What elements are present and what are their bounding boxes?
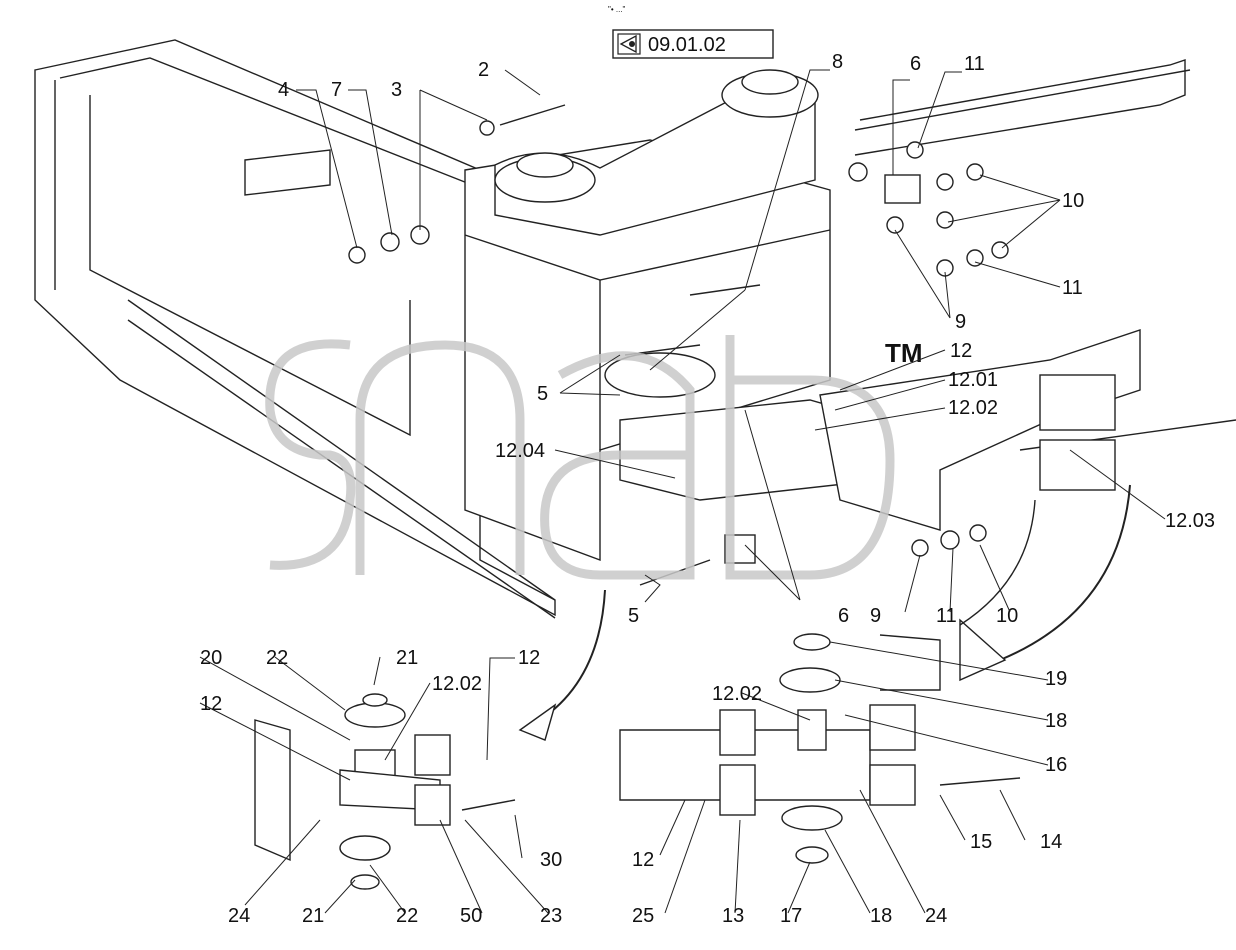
label-12-left-top: 12 bbox=[518, 647, 540, 669]
eye-view-icon bbox=[619, 34, 637, 54]
label-12-right: 12 bbox=[632, 849, 654, 871]
label-12-02-left: 12.02 bbox=[432, 673, 482, 695]
label-4: 4 bbox=[278, 79, 289, 101]
label-2: 2 bbox=[478, 59, 489, 81]
label-5-bottom: 5 bbox=[628, 605, 639, 627]
label-12-top: 12 bbox=[950, 340, 972, 362]
label-3: 3 bbox=[391, 79, 402, 101]
label-12-01: 12.01 bbox=[948, 369, 998, 391]
reference-badge: 09.01.02 bbox=[612, 29, 774, 59]
label-9-bottom: 9 bbox=[870, 605, 881, 627]
label-11-bottom: 11 bbox=[936, 605, 957, 627]
label-11-top: 11 bbox=[964, 53, 985, 75]
label-12-03: 12.03 bbox=[1165, 510, 1215, 532]
label-9-top: 9 bbox=[955, 311, 966, 333]
label-50: 50 bbox=[460, 905, 482, 927]
label-16: 16 bbox=[1045, 754, 1067, 776]
reference-code: 09.01.02 bbox=[648, 34, 726, 56]
label-12-left: 12 bbox=[200, 693, 222, 715]
label-14: 14 bbox=[1040, 831, 1062, 853]
label-22-bottom: 22 bbox=[396, 905, 418, 927]
callout-labels: 2 4 7 3 8 6 11 10 11 9 12 12.01 12.02 5 … bbox=[200, 51, 1215, 927]
label-20: 20 bbox=[200, 647, 222, 669]
label-25: 25 bbox=[632, 905, 654, 927]
label-21-bottom: 21 bbox=[302, 905, 324, 927]
label-24-right: 24 bbox=[925, 905, 947, 927]
label-17: 17 bbox=[780, 905, 802, 927]
label-23: 23 bbox=[540, 905, 562, 927]
label-18-top: 18 bbox=[1045, 710, 1067, 732]
drawing-linework bbox=[34, 39, 1236, 890]
label-18-bottom: 18 bbox=[870, 905, 892, 927]
label-13: 13 bbox=[722, 905, 744, 927]
label-7: 7 bbox=[331, 79, 342, 101]
label-19: 19 bbox=[1045, 668, 1067, 690]
label-5-top: 5 bbox=[537, 383, 548, 405]
label-15: 15 bbox=[970, 831, 992, 853]
label-10-top: 10 bbox=[1062, 190, 1084, 212]
label-24-left: 24 bbox=[228, 905, 250, 927]
label-30: 30 bbox=[540, 849, 562, 871]
label-22-top: 22 bbox=[266, 647, 288, 669]
label-12-02-top: 12.02 bbox=[948, 397, 998, 419]
top-mark: "• ..." bbox=[608, 5, 626, 14]
label-12-02-right: 12.02 bbox=[712, 683, 762, 705]
label-6-top: 6 bbox=[910, 53, 921, 75]
label-10-bottom: 10 bbox=[996, 605, 1018, 627]
label-12-04: 12.04 bbox=[495, 440, 545, 462]
label-8: 8 bbox=[832, 51, 843, 73]
label-6-bottom: 6 bbox=[838, 605, 849, 627]
label-21-top: 21 bbox=[396, 647, 418, 669]
leader-lines bbox=[199, 69, 1166, 914]
label-11-mid: 11 bbox=[1062, 277, 1083, 299]
watermark-tm: TM bbox=[885, 338, 923, 368]
